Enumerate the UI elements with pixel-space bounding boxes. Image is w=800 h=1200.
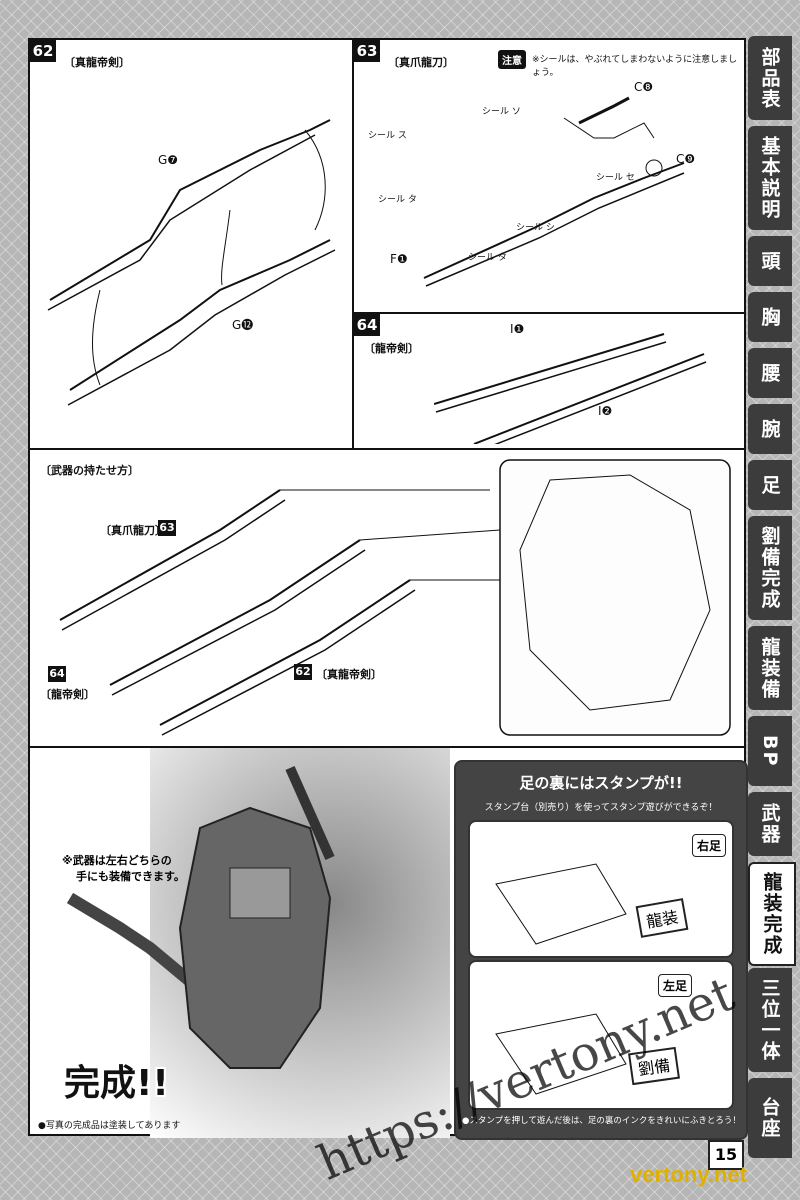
- sword-illustration: [47, 119, 336, 406]
- step-64-panel: 64 〔龍帝剣〕 I❶ I❷: [354, 312, 744, 450]
- step-ref: 64: [48, 666, 66, 682]
- step-ref: 63: [158, 520, 176, 536]
- step-number: 62: [30, 40, 56, 62]
- seal-label: シール タ: [378, 195, 417, 205]
- step-number: 63: [354, 40, 380, 62]
- part-label: C❽: [634, 80, 654, 94]
- right-foot-panel: 右足 龍装: [468, 820, 734, 958]
- part-label: G⓬: [232, 318, 254, 332]
- panel-title: 〔武器の持たせ方〕: [40, 464, 139, 477]
- step-ref: 62: [294, 664, 312, 680]
- stamp-title: 足の裏にはスタンプが!!: [519, 774, 683, 792]
- tab-leg[interactable]: 足: [748, 460, 792, 510]
- tab-arm[interactable]: 腕: [748, 404, 792, 454]
- part-label: G❼: [158, 153, 179, 167]
- left-foot-panel: 左足 劉備: [468, 960, 734, 1110]
- right-stamp: 龍装: [635, 898, 689, 938]
- step-63-panel: 63 〔真爪龍刀〕 注意 ※シールは、やぶれてしまわないように注意しましょう。 …: [352, 38, 746, 450]
- figure-photo: [66, 765, 335, 1069]
- left-foot-label: 左足: [657, 974, 692, 997]
- tab-weapon[interactable]: 武器: [748, 792, 792, 856]
- tab-ryuu-equip[interactable]: 龍装備: [748, 626, 792, 710]
- step-title: 〔真龍帝剣〕: [64, 56, 130, 69]
- completion-panel: ※武器は左右どちらの 手にも装備できます。 完成!! ●写真の完成品は塗装してあ…: [28, 746, 748, 1140]
- caution-badge: 注意: [498, 50, 526, 69]
- page-number: 15: [708, 1140, 744, 1170]
- seal-label: シール ソ: [482, 107, 521, 117]
- weapon-label: 〔真龍帝剣〕: [316, 668, 382, 681]
- tab-sanmi-ittai[interactable]: 三位一体: [748, 968, 792, 1072]
- tab-liubei-complete[interactable]: 劉備完成: [748, 516, 792, 620]
- equip-note-1: ※武器は左右どちらの: [62, 854, 172, 867]
- right-foot-label: 右足: [691, 834, 726, 857]
- sword-illustration: [434, 333, 707, 444]
- tab-waist[interactable]: 腰: [748, 348, 792, 398]
- step-title: 〔龍帝剣〕: [364, 342, 419, 355]
- tab-base[interactable]: 台座: [748, 1078, 792, 1158]
- weapons-illustration: [59, 459, 731, 736]
- seal-label: シール タ: [468, 253, 507, 263]
- equip-note-2: 手にも装備できます。: [76, 870, 185, 883]
- stamp-box: 足の裏にはスタンプが!! スタンプ台（別売り）を使ってスタンプ遊びができるぞ！ …: [454, 760, 748, 1140]
- weapon-label: 〔真爪龍刀〕: [100, 524, 166, 537]
- step-number: 64: [354, 314, 380, 336]
- part-label: I❷: [598, 404, 613, 418]
- step-62-panel: 62 〔真龍帝剣〕 G❼ G⓬: [28, 38, 354, 450]
- corner-watermark: vertony.net: [630, 1162, 747, 1187]
- part-label: I❶: [510, 322, 525, 336]
- tab-chest[interactable]: 胸: [748, 292, 792, 342]
- sword-illustration: [423, 96, 685, 287]
- part-label: F❶: [390, 252, 408, 266]
- stamp-footer: ●スタンプを押して遊んだ後は、足の裏のインクをきれいにふきとろう！: [462, 1116, 741, 1126]
- seal-label: シール ス: [368, 131, 407, 141]
- tab-parts-list[interactable]: 部品表: [748, 36, 792, 120]
- photo-note: ●写真の完成品は塗装してあります: [38, 1121, 181, 1131]
- weapon-label: 〔龍帝剣〕: [40, 688, 95, 701]
- seal-label: シール シ: [516, 223, 555, 233]
- tab-bp[interactable]: BP: [748, 716, 792, 786]
- tab-ryuusou-complete[interactable]: 龍装完成: [748, 862, 796, 966]
- seal-label: シール セ: [596, 173, 635, 183]
- weapon-hold-panel: 〔武器の持たせ方〕 〔真爪龍刀〕 63 64 〔龍帝剣〕 62 〔真龍帝剣〕: [28, 448, 746, 748]
- tab-head[interactable]: 頭: [748, 236, 792, 286]
- tab-basics[interactable]: 基本説明: [748, 126, 792, 230]
- foot-illustration: [495, 1013, 627, 1095]
- step-title: 〔真爪龍刀〕: [388, 56, 454, 69]
- complete-label: 完成!!: [64, 1063, 169, 1104]
- foot-illustration: [495, 863, 627, 945]
- part-label: C❾: [676, 152, 696, 166]
- stamp-subtitle: スタンプ台（別売り）を使ってスタンプ遊びができるぞ！: [484, 803, 718, 813]
- caution-note: ※シールは、やぶれてしまわないように注意しましょう。: [532, 55, 738, 78]
